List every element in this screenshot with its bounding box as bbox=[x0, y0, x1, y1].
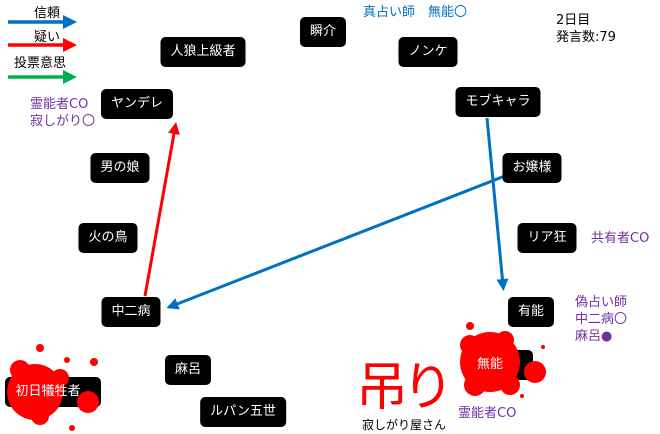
player-riakyo[interactable]: リア狂 bbox=[517, 223, 577, 253]
player-hinotori[interactable]: 火の鳥 bbox=[78, 223, 138, 253]
legend-doubt-label: 疑い bbox=[34, 30, 61, 45]
player-shunsuke[interactable]: 瞬介 bbox=[299, 17, 347, 47]
seer-annotation: 真占い師 無能〇 bbox=[363, 5, 468, 20]
blood-splatter-shonichi bbox=[7, 344, 99, 431]
yandere-annotation-line1: 霊能者CO bbox=[30, 97, 89, 112]
yuno-annotation-line3: 麻呂● bbox=[575, 329, 613, 344]
player-yuno[interactable]: 有能 bbox=[507, 297, 555, 327]
player-shonichi[interactable]: 初日犠牲者 bbox=[15, 384, 81, 399]
yuno-annotation-line2: 中二病〇 bbox=[575, 312, 628, 327]
player-maro[interactable]: 麻呂 bbox=[164, 355, 212, 385]
legend-trust-label: 信頼 bbox=[34, 6, 61, 21]
trust-arrow-mob-to-yuno bbox=[485, 117, 509, 291]
muno-annotation: 霊能者CO bbox=[458, 406, 517, 421]
blood-splatter-muno bbox=[460, 322, 546, 398]
post-count: 発言数:79 bbox=[556, 30, 616, 45]
game-info: 2日目 発言数:79 bbox=[556, 12, 616, 46]
yuno-annotation: 偽占い師 中二病〇 麻呂● bbox=[575, 294, 627, 345]
yuno-annotation-line1: 偽占い師 bbox=[575, 295, 628, 310]
legend-vote-label: 投票意思 bbox=[14, 56, 67, 71]
yandere-annotation: 霊能者CO 寂しがり〇 bbox=[30, 96, 95, 130]
player-chuni[interactable]: 中二病 bbox=[101, 297, 161, 327]
day-label: 2日目 bbox=[556, 13, 591, 28]
hanged-note: 寂しがり屋さん bbox=[362, 418, 447, 432]
yandere-annotation-line2: 寂しがり〇 bbox=[30, 114, 96, 129]
player-mob[interactable]: モブキャラ bbox=[455, 87, 541, 117]
riakyo-annotation: 共有者CO bbox=[591, 231, 650, 246]
trust-arrow-ojou-to-chuni bbox=[166, 170, 516, 310]
player-yandere[interactable]: ヤンデレ bbox=[100, 89, 174, 119]
player-nonke[interactable]: ノンケ bbox=[398, 37, 458, 67]
player-jinro[interactable]: 人狼上級者 bbox=[160, 37, 246, 67]
player-lupin[interactable]: ルパン五世 bbox=[200, 397, 286, 427]
doubt-arrow-chuni-to-yandere bbox=[143, 122, 180, 297]
hanged-label: 吊り bbox=[356, 358, 454, 418]
player-otokonoko[interactable]: 男の娘 bbox=[90, 153, 150, 183]
player-ojou[interactable]: お嬢様 bbox=[502, 153, 562, 183]
player-muno[interactable]: 無能 bbox=[476, 357, 504, 372]
